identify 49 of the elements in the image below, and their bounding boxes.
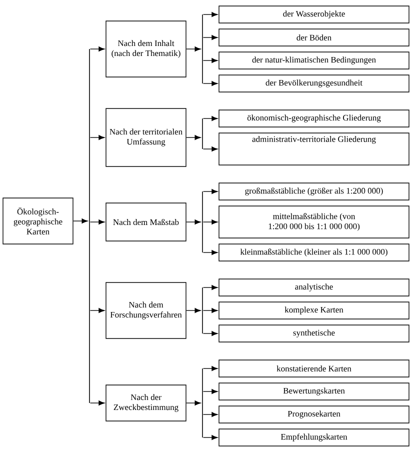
category-box: Nach der Zweckbestimmung bbox=[106, 384, 186, 422]
root-box: Ökologisch-geographische Karten bbox=[2, 198, 74, 244]
arrow bbox=[202, 308, 218, 313]
arrow bbox=[202, 250, 218, 255]
item-box: Prognosekarten bbox=[218, 406, 410, 424]
arrow bbox=[202, 220, 218, 224]
item-box: analytische bbox=[218, 278, 410, 296]
category-box: Nach dem Maßstab bbox=[106, 202, 186, 242]
item-box: der natur-klimatischen Bedingungen bbox=[218, 52, 410, 70]
arrow bbox=[186, 135, 201, 140]
item-box: ökonomisch-geographische Gliederung bbox=[218, 110, 410, 128]
item-box: konstatierende Karten bbox=[218, 360, 410, 378]
arrow bbox=[202, 146, 218, 152]
item-box: komplexe Karten bbox=[218, 302, 410, 320]
arrow bbox=[90, 135, 105, 140]
arrow bbox=[90, 400, 105, 406]
category-box: Nach dem Inhalt (nach der Thematik) bbox=[106, 20, 186, 78]
arrow bbox=[202, 116, 218, 121]
arrow bbox=[202, 435, 218, 440]
arrow bbox=[186, 46, 201, 52]
arrow bbox=[202, 58, 218, 63]
arrow bbox=[90, 46, 105, 52]
item-box: Empfehlungskarten bbox=[218, 428, 410, 446]
item-box: synthetische bbox=[218, 324, 410, 342]
arrow bbox=[90, 220, 105, 224]
category-box: Nach dem Forschungsverfahren bbox=[106, 282, 186, 339]
arrow bbox=[73, 218, 88, 224]
item-box: der Wasserobjekte bbox=[218, 6, 410, 24]
arrow bbox=[202, 331, 218, 336]
item-box: Bewertungskarten bbox=[218, 382, 410, 400]
arrow bbox=[202, 189, 218, 194]
category-box: Nach der territorialen Umfassung bbox=[106, 108, 186, 167]
arrow bbox=[202, 81, 218, 86]
arrow bbox=[202, 412, 218, 417]
arrow bbox=[186, 220, 201, 224]
arrow bbox=[90, 308, 105, 313]
item-box: der Böden bbox=[218, 28, 410, 46]
arrow bbox=[202, 389, 218, 394]
item-box: der Bevölkerungsgesundheit bbox=[218, 74, 410, 92]
arrow bbox=[202, 285, 218, 290]
arrow bbox=[186, 400, 201, 406]
arrow bbox=[202, 366, 218, 371]
arrow bbox=[202, 35, 218, 40]
item-box: administrativ-territoriale Gliederung bbox=[218, 132, 410, 166]
arrow bbox=[202, 12, 218, 17]
item-box: großmaßstäbliche (größer als 1:200 000) bbox=[218, 182, 410, 200]
item-box: mittelmaßstäbliche (von 1:200 000 bis 1:1 000 000) bbox=[218, 206, 410, 238]
item-box: kleinmaßstäbliche (kleiner als 1:1 000 000) bbox=[218, 244, 410, 262]
arrow bbox=[186, 308, 201, 313]
